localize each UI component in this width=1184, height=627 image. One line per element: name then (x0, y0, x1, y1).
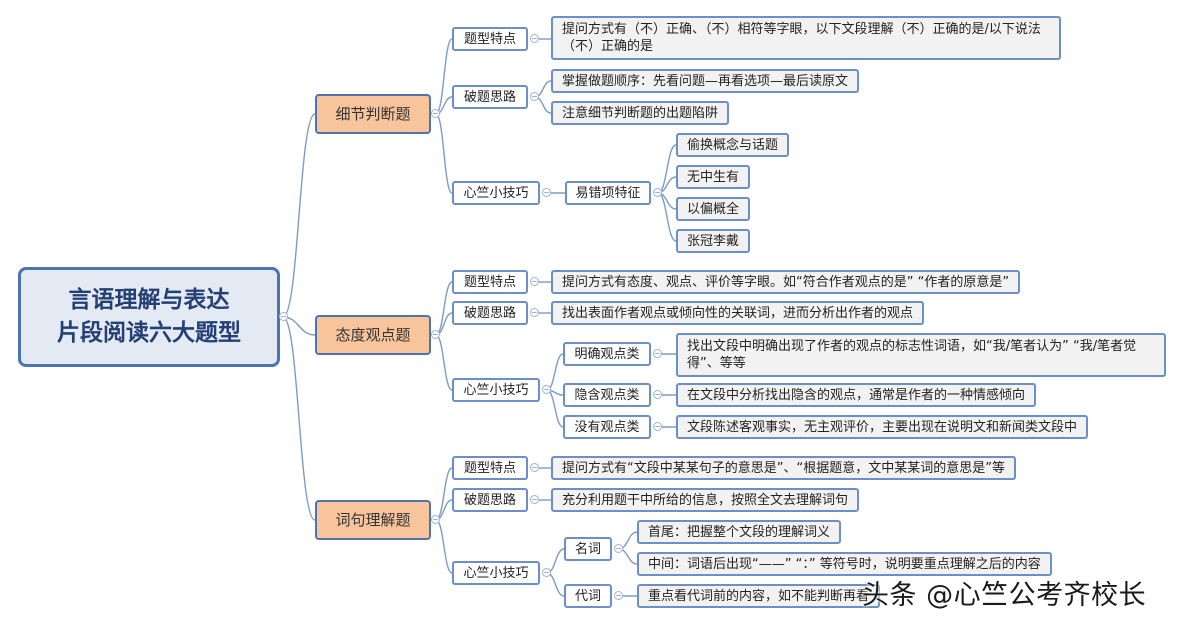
collapse-toggle-icon[interactable] (530, 495, 539, 504)
connector-line (435, 519, 453, 574)
collapse-toggle-icon[interactable] (542, 385, 551, 394)
collapse-toggle-icon[interactable] (653, 422, 662, 431)
b1-tips-sub[interactable]: 易错项特征 (565, 181, 651, 205)
collapse-toggle-icon[interactable] (614, 591, 623, 600)
b3-noun-item-1[interactable]: 首尾：把握整个文段的理解词义 (637, 520, 842, 544)
b1-approach-label[interactable]: 破题思路 (452, 85, 528, 109)
collapse-toggle-icon[interactable] (530, 277, 539, 286)
collapse-toggle-icon[interactable] (542, 568, 551, 577)
b3-approach-text[interactable]: 充分利用题干中所给的信息，按照全文去理解词句 (551, 488, 860, 512)
b1-approach-item-1[interactable]: 掌握做题顺序：先看问题—再看选项—最后读原文 (551, 69, 860, 93)
b3-feature-label[interactable]: 题型特点 (452, 456, 528, 480)
b1-tips-label[interactable]: 心竺小技巧 (452, 181, 540, 205)
b3-noun-item-2[interactable]: 中间：词语后出现“——” “：” 等符号时，说明要重点理解之后的内容 (637, 552, 1052, 576)
collapse-toggle-icon[interactable] (431, 109, 440, 118)
b1-error-item-2[interactable]: 无中生有 (676, 165, 751, 189)
b3-approach-label[interactable]: 破题思路 (452, 488, 528, 512)
b2-feature-label[interactable]: 题型特点 (452, 270, 528, 294)
connector-line (435, 113, 453, 194)
b1-feature-text[interactable]: 提问方式有（不）正确、（不）相符等字眼，以下文段理解（不）正确的是/以下说法（不… (551, 16, 1061, 60)
b1-error-item-3[interactable]: 以偏概全 (676, 197, 751, 221)
b2-type-implicit[interactable]: 隐含观点类 (563, 383, 651, 407)
collapse-toggle-icon[interactable] (530, 34, 539, 43)
b2-type-none-text[interactable]: 文段陈述客观事实，无主观评价，主要出现在说明文和新闻类文段中 (676, 415, 1089, 439)
collapse-toggle-icon[interactable] (530, 308, 539, 317)
collapse-toggle-icon[interactable] (653, 188, 662, 197)
connector-line (546, 389, 564, 428)
b3-pronoun-label[interactable]: 代词 (564, 584, 612, 608)
watermark: 头条 @心竺公考齐校长 (862, 580, 1147, 611)
connector-line (435, 281, 453, 336)
b3-tips-label[interactable]: 心竺小技巧 (452, 561, 540, 585)
collapse-toggle-icon[interactable] (530, 92, 539, 101)
branch-attitude-view[interactable]: 态度观点题 (315, 315, 431, 355)
b3-pronoun-text[interactable]: 重点看代词前的内容，如不能判断再看 (637, 584, 881, 608)
collapse-toggle-icon[interactable] (653, 349, 662, 358)
collapse-toggle-icon[interactable] (653, 390, 662, 399)
b2-feature-text[interactable]: 提问方式有态度、观点、评价等字眼。如“符合作者观点的是” “作者的原意是” (551, 270, 1021, 294)
collapse-toggle-icon[interactable] (431, 330, 440, 339)
b1-error-item-4[interactable]: 张冠李戴 (676, 229, 751, 253)
b2-type-none[interactable]: 没有观点类 (563, 415, 651, 439)
connector-line (282, 316, 316, 521)
collapse-toggle-icon[interactable] (530, 463, 539, 472)
connector-line (282, 113, 316, 318)
b3-feature-text[interactable]: 提问方式有“文段中某某句子的意思是”、“根据题意，文中某某词的意思是”等 (551, 456, 1016, 480)
branch-detail-judgment[interactable]: 细节判断题 (315, 94, 431, 134)
b2-approach-text[interactable]: 找出表面作者观点或倾向性的关联词，进而分析出作者的观点 (551, 301, 925, 325)
b2-approach-label[interactable]: 破题思路 (452, 301, 528, 325)
connector-line (435, 467, 453, 521)
connector-line (546, 572, 565, 597)
collapse-toggle-icon[interactable] (542, 188, 551, 197)
collapse-toggle-icon[interactable] (614, 544, 623, 553)
b1-feature-label[interactable]: 题型特点 (452, 27, 528, 51)
b3-noun-label[interactable]: 名词 (564, 537, 612, 561)
b1-approach-item-2[interactable]: 注意细节判断题的出题陷阱 (551, 101, 730, 125)
connector-line (435, 334, 453, 391)
connector-line (435, 38, 453, 115)
b2-tips-label[interactable]: 心竺小技巧 (452, 378, 540, 402)
b2-type-explicit[interactable]: 明确观点类 (563, 342, 651, 366)
collapse-toggle-icon[interactable] (279, 312, 288, 321)
collapse-toggle-icon[interactable] (431, 515, 440, 524)
root-topic[interactable]: 言语理解与表达 片段阅读六大题型 (18, 267, 280, 367)
root-title-line1: 言语理解与表达 (68, 287, 230, 313)
root-title-line2: 片段阅读六大题型 (57, 320, 241, 346)
connector-line (546, 353, 564, 391)
b1-error-item-1[interactable]: 偷换概念与话题 (676, 133, 790, 157)
b2-type-explicit-text[interactable]: 找出文段中明确出现了作者的观点的标志性词语，如“我/笔者认为” “我/笔者觉得”… (676, 333, 1166, 377)
b2-type-implicit-text[interactable]: 在文段中分析找出隐含的观点，通常是作者的一种情感倾向 (676, 383, 1037, 407)
branch-word-sentence[interactable]: 词句理解题 (315, 500, 431, 540)
